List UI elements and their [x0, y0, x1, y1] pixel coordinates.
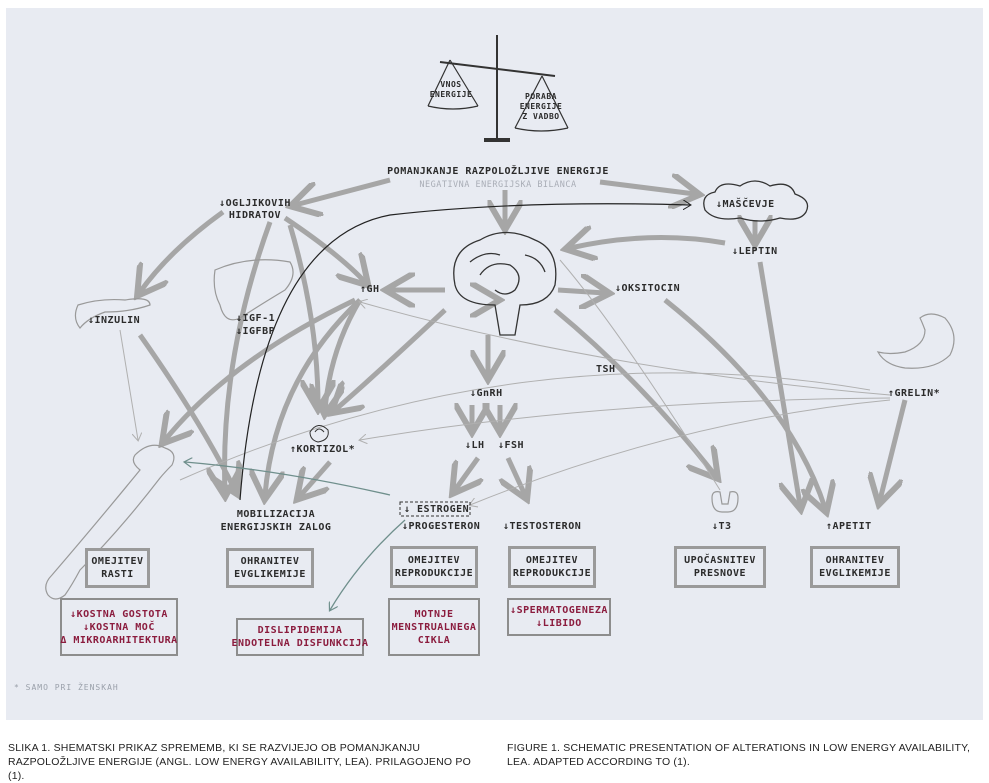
node-ogljikovih: ↓OGLJIKOVIH HIDRATOV — [219, 198, 291, 222]
node-progesteron: ↓PROGESTERON — [402, 521, 481, 532]
stomach-icon — [876, 313, 955, 369]
outcome-rasti-2: RASTI — [101, 569, 134, 580]
teal-arrows — [185, 462, 406, 610]
outcome-ohranitev-evglikemije-1: OHRANITEV EVGLIKEMIJE — [226, 548, 314, 588]
effect-motnje-3: CIKLA — [417, 634, 451, 646]
node-t3: ↓T3 — [712, 521, 732, 532]
fat-tissue-icon — [703, 180, 809, 222]
outcome-evgl2-1: OHRANITEV — [825, 555, 885, 566]
effect-kost-3: Δ MIKROARHITEKTURA — [60, 634, 178, 646]
outcome-evgl1-2: EVGLIKEMIJE — [234, 569, 306, 580]
balance-right-3: Z VADBO — [522, 112, 560, 121]
outcome-evgl2-2: EVGLIKEMIJE — [819, 568, 891, 579]
node-mobilizacija: MOBILIZACIJA ENERGIJSKIH ZALOG — [221, 508, 332, 534]
outcome-presnove-1: UPOČASNITEV — [684, 555, 756, 566]
balance-left-2: ENERGIJE — [429, 90, 473, 99]
main-arrows — [140, 180, 908, 508]
effect-sperm-1: ↓SPERMATOGENEZA — [510, 605, 608, 616]
brain-icon — [453, 231, 557, 336]
black-arrow — [239, 204, 690, 501]
liver-icon — [213, 259, 294, 321]
outcome-evgl1-1: OHRANITEV — [240, 556, 300, 567]
node-grelin: ↑GRELIN* — [888, 388, 941, 399]
node-lh: ↓LH — [465, 440, 485, 451]
balance-left-label: VNOS ENERGIJE — [430, 80, 473, 100]
node-insulin: ↓INZULIN — [88, 315, 141, 326]
effect-motnje-2: MENSTRUALNEGA — [391, 621, 477, 633]
node-igf-2: ↓IGFBP — [236, 326, 276, 337]
node-mobilizacija-1: MOBILIZACIJA — [236, 509, 316, 520]
effect-kost-2: ↓KOSTNA MOČ — [83, 621, 155, 633]
node-leptin: ↓LEPTIN — [732, 246, 778, 257]
caption-slovenian: SLIKA 1. SHEMATSKI PRIKAZ SPREMEMB, KI S… — [8, 742, 471, 782]
effect-spermatogeneza: ↓SPERMATOGENEZA ↓LIBIDO — [507, 598, 611, 636]
node-apetit: ↑APETIT — [826, 521, 872, 532]
outcome-repro2-2: REPRODUKCIJE — [512, 568, 592, 579]
balance-scale-icon — [427, 35, 569, 142]
node-estrogen: ↓ ESTROGEN — [404, 504, 470, 515]
node-gh: ↑GH — [360, 284, 380, 295]
pancreas-icon — [74, 298, 151, 329]
outcome-omejitev-rasti: OMEJITEV RASTI — [85, 548, 150, 588]
node-ogljikovih-1: ↓OGLJIKOVIH — [219, 198, 291, 209]
outcome-rasti-1: OMEJITEV — [91, 556, 144, 567]
effect-sperm-2: ↓LIBIDO — [536, 618, 582, 629]
outcome-upocasnitev-presnove: UPOČASNITEV PRESNOVE — [674, 546, 766, 588]
node-igf-1: ↓IGF-1 — [236, 313, 276, 324]
outcome-ohranitev-evglikemije-2: OHRANITEV EVGLIKEMIJE — [810, 546, 900, 588]
balance-right-label: PORABA ENERGIJE Z VADBO — [520, 92, 563, 122]
effect-dislipidemija: DISLIPIDEMIJA ENDOTELNA DISFUNKCIJA — [232, 618, 368, 656]
thyroid-icon — [711, 491, 739, 513]
effect-dislip-2: ENDOTELNA DISFUNKCIJA — [231, 638, 369, 649]
thin-arrows — [119, 259, 891, 505]
node-fsh: ↓FSH — [498, 440, 525, 451]
outcome-repro1-1: OMEJITEV — [407, 555, 461, 566]
effect-motnje-cikla: MOTNJE MENSTRUALNEGA CIKLA — [388, 598, 480, 656]
node-pomanjkanje: POMANJKANJE RAZPOLOŽLJIVE ENERGIJE — [387, 166, 609, 177]
effect-motnje-1: MOTNJE — [414, 608, 454, 620]
effect-kost-1: ↓KOSTNA GOSTOTA — [70, 608, 168, 620]
node-gnrh: ↓GnRH — [470, 388, 503, 399]
adrenal-icon — [309, 425, 329, 443]
node-testosteron: ↓TESTOSTERON — [503, 521, 582, 532]
estrogen-dashed-box — [399, 501, 471, 517]
node-kortizol: ↑KORTIZOL* — [290, 444, 356, 455]
outcome-repro1-2: REPRODUKCIJE — [394, 568, 474, 579]
balance-left-1: VNOS — [440, 80, 462, 89]
node-ogljikovih-2: HIDRATOV — [228, 210, 282, 221]
footnote: * SAMO PRI ŽENSKAH — [14, 683, 119, 692]
node-tsh: TSH — [596, 364, 616, 375]
node-igf: ↓IGF-1 ↓IGFBP — [236, 312, 275, 338]
balance-right-2: ENERGIJE — [519, 102, 563, 111]
outcome-presnove-2: PRESNOVE — [693, 568, 747, 579]
caption-english: FIGURE 1. SCHEMATIC PRESENTATION OF ALTE… — [507, 742, 971, 768]
node-negativna: NEGATIVNA ENERGIJSKA BILANCA — [419, 180, 577, 190]
effect-kost: ↓KOSTNA GOSTOTA ↓KOSTNA MOČ Δ MIKROARHIT… — [60, 598, 178, 656]
node-mascevje: ↓MAŠČEVJE — [716, 199, 775, 210]
effect-dislip-1: DISLIPIDEMIJA — [257, 625, 343, 636]
balance-right-1: PORABA — [525, 92, 557, 101]
outcome-omejitev-reprodukcije-2: OMEJITEV REPRODUKCIJE — [508, 546, 596, 588]
outcome-repro2-1: OMEJITEV — [525, 555, 579, 566]
outcome-omejitev-reprodukcije-1: OMEJITEV REPRODUKCIJE — [390, 546, 478, 588]
bone-icon — [45, 444, 175, 600]
node-oksitocin: ↓OKSITOCIN — [615, 283, 681, 294]
node-mobilizacija-2: ENERGIJSKIH ZALOG — [220, 522, 332, 533]
